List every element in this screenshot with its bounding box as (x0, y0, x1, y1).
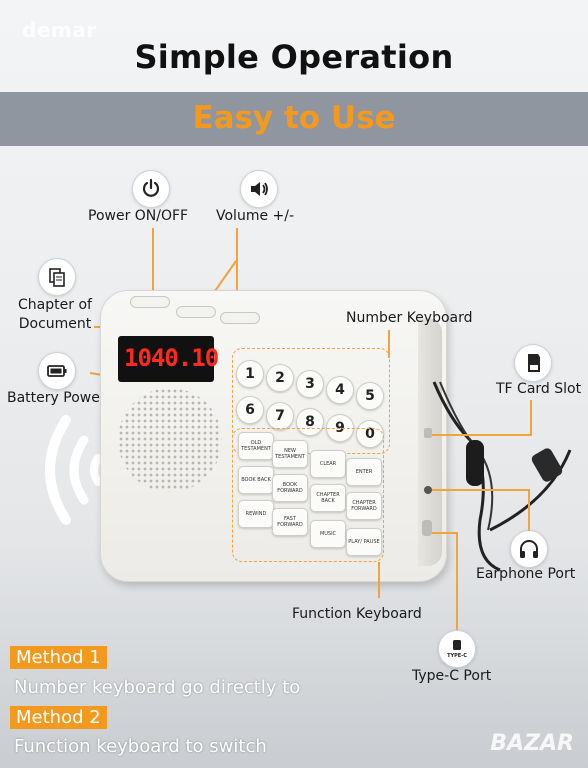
sound-waves-icon (45, 415, 102, 525)
earphone-jack (424, 486, 432, 494)
number-keyboard-label: Number Keyboard (346, 310, 473, 326)
type-c-connector (432, 532, 456, 534)
chapter-label: Chapter of Document (18, 297, 92, 332)
power-connector (152, 228, 154, 294)
type-c-socket (422, 520, 432, 536)
method-2-text: Function keyboard to switch (14, 736, 267, 757)
key-new-testament[interactable]: NEW TESTAMENT (272, 440, 308, 468)
sd-card-icon (514, 344, 552, 382)
volume-up-button[interactable] (220, 312, 260, 324)
key-3[interactable]: 3 (296, 370, 324, 398)
usb-c-icon: TYPE-C (438, 630, 476, 668)
subtitle: Easy to Use (192, 100, 396, 136)
key-book-forward[interactable]: BOOK FORWARD (272, 474, 308, 502)
tf-card-connector-v (530, 400, 532, 436)
key-old-testament[interactable]: OLD TESTAMENT (238, 432, 274, 460)
key-1[interactable]: 1 (236, 360, 264, 388)
key-play-pause[interactable]: PLAY/ PAUSE (346, 528, 382, 556)
volume-connector-b (214, 260, 237, 292)
power-label: Power ON/OFF (88, 208, 189, 224)
speaker-grille (118, 388, 222, 492)
function-keyboard-connector (378, 562, 380, 598)
key-8[interactable]: 8 (296, 408, 324, 436)
function-keyboard-label: Function Keyboard (292, 606, 422, 622)
subtitle-band: Easy to Use (0, 92, 588, 146)
method-1-tag: Method 1 (10, 646, 107, 669)
power-icon (132, 170, 170, 208)
key-rewind[interactable]: REWIND (238, 500, 274, 528)
watermark-bottom: BAZAR (490, 731, 574, 756)
volume-connector-a (236, 228, 238, 300)
tf-card-label: TF Card Slot (496, 381, 582, 397)
led-display: 1040.10 (118, 336, 219, 382)
key-6[interactable]: 6 (236, 396, 264, 424)
earphone-connector-v (528, 489, 530, 531)
battery-icon (38, 352, 76, 390)
key-fast-forward[interactable]: FAST FORWARD (272, 508, 308, 536)
method-1-text: Number keyboard go directly to (14, 677, 301, 698)
tf-card-connector (432, 434, 532, 436)
key-chapter-forward[interactable]: CHAPTER FORWARD (346, 492, 382, 520)
key-4[interactable]: 4 (326, 376, 354, 404)
key-enter[interactable]: ENTER (346, 458, 382, 486)
method-2-tag: Method 2 (10, 706, 107, 729)
volume-label: Volume +/- (216, 208, 295, 224)
function-keyboard-outline (232, 428, 384, 562)
key-clear[interactable]: CLEAR (310, 450, 346, 478)
headphones-icon (510, 530, 548, 568)
svg-text:TYPE-C: TYPE-C (447, 653, 467, 659)
display-readout: 1040.10 (124, 344, 219, 372)
key-7[interactable]: 7 (266, 402, 294, 430)
lanyard (432, 381, 572, 572)
key-book-back[interactable]: BOOK BACK (238, 466, 274, 494)
number-keyboard-connector (388, 330, 390, 358)
document-icon (38, 258, 76, 296)
key-5[interactable]: 5 (356, 382, 384, 410)
type-c-label: Type-C Port (412, 668, 492, 684)
type-c-connector-v (456, 532, 458, 630)
key-chapter-back[interactable]: CHAPTER BACK (310, 484, 346, 512)
battery-label: Battery Power (7, 390, 106, 406)
volume-icon (240, 170, 278, 208)
key-music[interactable]: MUSIC (310, 520, 346, 548)
power-button[interactable] (130, 296, 170, 308)
tf-card-slot (424, 428, 432, 438)
watermark-top: demar (22, 18, 97, 42)
earphone-label: Earphone Port (476, 566, 576, 582)
key-2[interactable]: 2 (266, 364, 294, 392)
page-title: Simple Operation (134, 38, 454, 76)
volume-down-button[interactable] (176, 306, 216, 318)
earphone-connector (432, 489, 530, 491)
